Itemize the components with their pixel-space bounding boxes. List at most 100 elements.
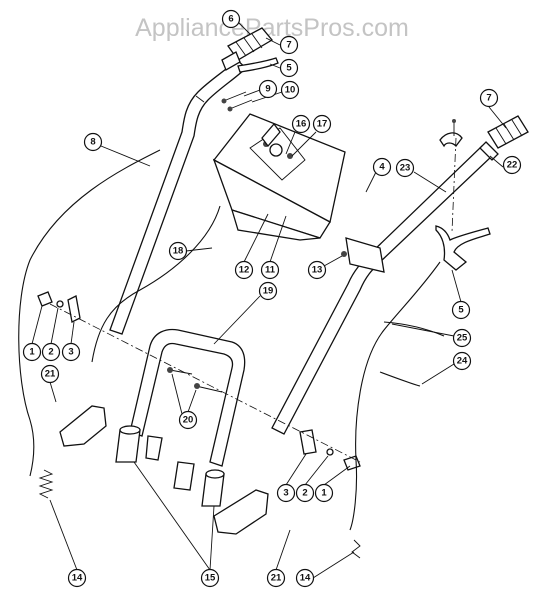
callout-number: 19 xyxy=(263,286,274,297)
callout-number: 15 xyxy=(205,573,216,584)
callout-number: 25 xyxy=(457,333,468,344)
callout-number: 9 xyxy=(265,84,270,95)
callout-3-right: 3 xyxy=(276,483,296,503)
callout-circle xyxy=(502,155,522,175)
callout-17: 17 xyxy=(312,114,332,134)
callout-number: 1 xyxy=(321,488,327,499)
callout-circle xyxy=(452,351,472,371)
callout-circle xyxy=(41,342,61,362)
callout-number: 3 xyxy=(68,347,73,358)
callout-number: 10 xyxy=(285,85,296,96)
callout-circle xyxy=(280,80,300,100)
top-grip xyxy=(221,27,273,71)
callout-number: 8 xyxy=(90,137,95,148)
leader-lines xyxy=(31,21,507,579)
left-hardware-1-2-3 xyxy=(37,291,81,323)
callout-circle xyxy=(452,328,472,348)
callout-circle xyxy=(276,483,296,503)
callout-circle xyxy=(200,568,220,588)
control-box xyxy=(212,113,346,241)
callout-circle xyxy=(178,410,198,430)
callout-number: 1 xyxy=(29,347,35,358)
callout-circle xyxy=(61,342,81,362)
callout-circle xyxy=(22,342,42,362)
bracket-13 xyxy=(345,237,385,273)
callout-21-bottom: 21 xyxy=(266,568,286,588)
callout-18: 18 xyxy=(168,241,188,261)
callout-3-left: 3 xyxy=(61,342,81,362)
callout-9: 9 xyxy=(258,79,278,99)
callout-circle xyxy=(312,114,332,134)
callout-circle xyxy=(295,483,315,503)
callout-1-right: 1 xyxy=(314,483,334,503)
callout-16: 16 xyxy=(291,114,311,134)
callout-13: 13 xyxy=(307,260,327,280)
bail-bar xyxy=(129,328,246,467)
callout-number: 14 xyxy=(300,573,311,584)
callout-number: 7 xyxy=(486,93,491,104)
callout-number: 6 xyxy=(228,14,233,25)
callout-circle xyxy=(295,568,315,588)
callout-7-right: 7 xyxy=(479,88,499,108)
callout-number: 22 xyxy=(507,160,518,171)
cables xyxy=(18,149,445,531)
callout-number: 12 xyxy=(239,265,250,276)
right-clip xyxy=(439,119,463,148)
callout-circle xyxy=(234,260,254,280)
callout-number: 5 xyxy=(286,63,292,74)
callout-number: 17 xyxy=(317,119,328,130)
callout-number: 21 xyxy=(271,573,282,584)
callout-22: 22 xyxy=(502,155,522,175)
callout-number: 13 xyxy=(312,265,323,276)
callout-21-left: 21 xyxy=(40,364,60,384)
callout-12: 12 xyxy=(234,260,254,280)
callout-2-right: 2 xyxy=(295,483,315,503)
callout-circle xyxy=(291,114,311,134)
callout-20: 20 xyxy=(178,410,198,430)
callout-circle xyxy=(168,241,188,261)
left-handle-tube xyxy=(109,59,247,335)
callout-number: 20 xyxy=(183,415,194,426)
callout-2-left: 2 xyxy=(41,342,61,362)
callout-number: 2 xyxy=(48,347,53,358)
callout-circle xyxy=(260,260,280,280)
right-grip xyxy=(487,115,529,149)
callout-circle xyxy=(67,568,87,588)
callout-number: 24 xyxy=(457,356,468,367)
sleeves-15 xyxy=(115,425,225,507)
callout-circle xyxy=(266,568,286,588)
top-lever xyxy=(237,57,279,73)
callout-10: 10 xyxy=(280,80,300,100)
callout-circle xyxy=(395,158,415,178)
callout-circle xyxy=(451,300,471,320)
callout-circle xyxy=(258,281,278,301)
callout-4: 4 xyxy=(372,157,392,177)
callout-circle xyxy=(479,88,499,108)
callout-number: 23 xyxy=(400,163,411,174)
callout-5-right: 5 xyxy=(451,300,471,320)
callout-number: 5 xyxy=(458,305,464,316)
callout-circle xyxy=(279,58,299,78)
nut-13 xyxy=(341,251,347,257)
callout-14-left: 14 xyxy=(67,568,87,588)
callout-number: 16 xyxy=(296,119,307,130)
callout-number: 14 xyxy=(72,573,83,584)
callout-circle xyxy=(221,9,241,29)
callout-15: 15 xyxy=(200,568,220,588)
springs-14 xyxy=(38,469,361,559)
callout-number: 4 xyxy=(379,162,385,173)
bolts-20 xyxy=(167,367,223,393)
callout-circle xyxy=(279,35,299,55)
callout-circle xyxy=(307,260,327,280)
right-lever xyxy=(435,225,491,271)
callout-number: 11 xyxy=(265,265,276,276)
callout-number: 7 xyxy=(286,40,291,51)
callout-circle xyxy=(314,483,334,503)
callout-6-top: 6 xyxy=(221,9,241,29)
callout-circle xyxy=(372,157,392,177)
callout-number: 2 xyxy=(302,488,307,499)
callout-7-top: 7 xyxy=(279,35,299,55)
callout-number: 21 xyxy=(45,369,56,380)
callout-8: 8 xyxy=(83,132,103,152)
